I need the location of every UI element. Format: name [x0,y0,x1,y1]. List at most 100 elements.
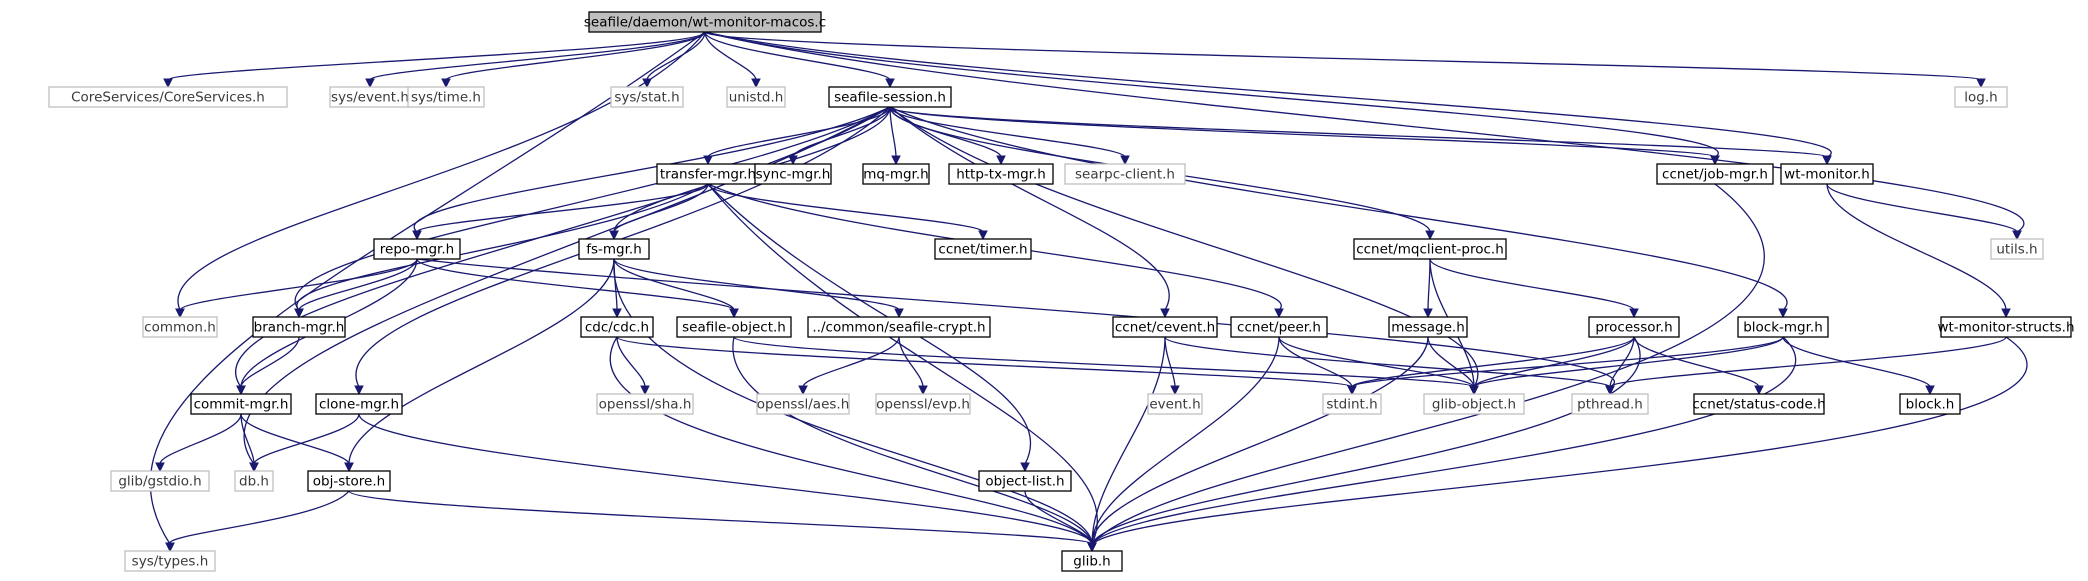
node-box [373,238,461,260]
arrowhead-seafile_session-to-ccnet_job_mgr [1710,155,1720,166]
node-sys-stat: sys/stat.h [610,86,684,108]
node-box [1423,393,1525,415]
node-seafile-crypt[interactable]: ../common/seafile-crypt.h [807,316,991,338]
node-sync-mgr[interactable]: sync-mgr.h [754,163,832,185]
node-box [1693,393,1825,415]
node-repo-mgr[interactable]: repo-mgr.h [373,238,461,260]
node-glib-gstdio: glib/gstdio.h [110,470,210,492]
edge-fs_mgr-to-seafile_crypt [613,258,900,311]
edge-wt_monitor-to-utils [1826,183,2018,233]
node-box [1899,393,1961,415]
node-block-mgr[interactable]: block-mgr.h [1737,316,1829,338]
node-seafile-session[interactable]: seafile-session.h [828,86,952,108]
edge-ccnet_mqclient_proc-to-processor [1429,258,1635,311]
arrowhead-obj_store-to-sys_types [165,542,175,553]
edge-seafile_session-to-ccnet_cevent [889,106,1170,311]
arrowhead-commit_mgr-to-obj_store [344,462,354,473]
node-ccnet-mqclient-proc[interactable]: ccnet/mqclient-proc.h [1353,238,1507,260]
node-label: event.h [1149,397,1200,413]
node-label: sync-mgr.h [756,167,831,183]
node-box [234,470,274,492]
node-label: stdint.h [1326,397,1377,413]
node-box [1656,163,1774,185]
node-sys-types: sys/types.h [124,550,216,572]
node-glib[interactable]: glib.h [1061,550,1123,572]
arrowhead-clone_mgr-to-db [249,462,259,473]
node-label: seafile-object.h [682,320,786,336]
node-box [676,316,792,338]
edge-ccnet_cevent-to-event [1164,336,1176,388]
arrowhead-seafile_session-to-wt_monitor [1822,155,1832,166]
arrowhead-root-to-coreservices [163,78,173,89]
node-label: http-tx-mgr.h [956,167,1046,183]
edge-seafile_crypt-to-openssl_aes [802,336,900,388]
node-label: ccnet/cevent.h [1115,320,1215,336]
arrowhead-processor-to-ccnet_status_code [1754,385,1764,396]
node-clone-mgr[interactable]: clone-mgr.h [315,393,403,415]
node-ccnet-cevent[interactable]: ccnet/cevent.h [1112,316,1218,338]
edge-ccnet_mqclient_proc-to-message [1427,258,1431,311]
node-processor[interactable]: processor.h [1588,316,1680,338]
arrowhead-wt_monitor-to-wt_monitor_structs [2001,308,2011,319]
edge-clone_mgr-to-glib [358,413,1093,545]
node-label: message.h [1391,320,1465,336]
arrowhead-seafile_session-to-ccnet_cevent [1160,308,1170,319]
arrowhead-seafile_session-to-searpc_client [1120,155,1130,166]
node-seafile-object[interactable]: seafile-object.h [676,316,792,338]
edge-message-to-glib_object [1427,336,1475,388]
edge-root-to-common [177,31,706,311]
arrowhead-root-to-unistd [751,78,761,89]
edge-processor-to-glib [1091,336,1641,545]
node-box [948,163,1054,185]
node-obj-store[interactable]: obj-store.h [307,470,391,492]
node-label: ccnet/timer.h [938,242,1027,258]
edge-commit_mgr-to-glib_gstdio [159,413,242,465]
node-commit-mgr[interactable]: commit-mgr.h [190,393,292,415]
node-fs-mgr[interactable]: fs-mgr.h [578,238,650,260]
node-box [1954,86,2008,108]
node-box [807,316,991,338]
node-box [754,163,832,185]
node-ccnet-peer[interactable]: ccnet/peer.h [1230,316,1328,338]
arrowhead-commit_mgr-to-glib_gstdio [155,462,165,473]
node-box [828,86,952,108]
edge-transfer_mgr-to-glib [707,183,1098,545]
edge-fs_mgr-to-seafile_object [613,258,735,311]
node-object-list[interactable]: object-list.h [978,470,1072,492]
node-cdc[interactable]: cdc/cdc.h [580,316,654,338]
node-event: event.h [1147,393,1203,415]
node-ccnet-job-mgr[interactable]: ccnet/job-mgr.h [1656,163,1774,185]
node-root[interactable]: seafile/daemon/wt-monitor-macos.c [584,11,826,33]
node-block[interactable]: block.h [1899,393,1961,415]
node-label: repo-mgr.h [380,242,454,258]
node-box [252,316,346,338]
node-wt-monitor-structs[interactable]: wt-monitor-structs.h [1937,316,2075,338]
node-db: db.h [234,470,274,492]
arrowhead-seafile_session-to-ccnet_mqclient_proc [1425,230,1435,241]
node-wt-monitor[interactable]: wt-monitor.h [1780,163,1874,185]
node-box [756,393,850,415]
node-mq-mgr[interactable]: mq-mgr.h [862,163,930,185]
arrowhead-fs_mgr-to-seafile_object [729,308,739,319]
edge-obj_store-to-glib [348,490,1093,545]
node-message[interactable]: message.h [1388,316,1468,338]
node-branch-mgr[interactable]: branch-mgr.h [252,316,346,338]
edge-wt_monitor_structs-to-pthread [1609,336,2007,388]
node-label: sys/stat.h [614,90,679,106]
arrowhead-ccnet_mqclient_proc-to-message [1423,308,1433,319]
node-ccnet-timer[interactable]: ccnet/timer.h [934,238,1032,260]
edge-cdc-to-stdint [616,336,1353,388]
arrowhead-transfer_mgr-to-ccnet_peer [1274,308,1284,319]
node-label: processor.h [1595,320,1672,336]
edge-repo_mgr-to-branch_mgr [298,258,418,311]
node-box [726,86,786,108]
node-box [588,11,822,33]
node-transfer-mgr[interactable]: transfer-mgr.h [656,163,760,185]
node-label: pthread.h [1577,397,1643,413]
node-http-tx-mgr[interactable]: http-tx-mgr.h [948,163,1054,185]
node-label: sys/event.h [331,90,409,106]
node-label: common.h [144,320,216,336]
node-ccnet-status-code[interactable]: ccnet/status-code.h [1692,393,1826,415]
edge-ccnet_peer-to-stdint [1278,336,1353,388]
edge-object_list-to-glib [1024,490,1093,545]
